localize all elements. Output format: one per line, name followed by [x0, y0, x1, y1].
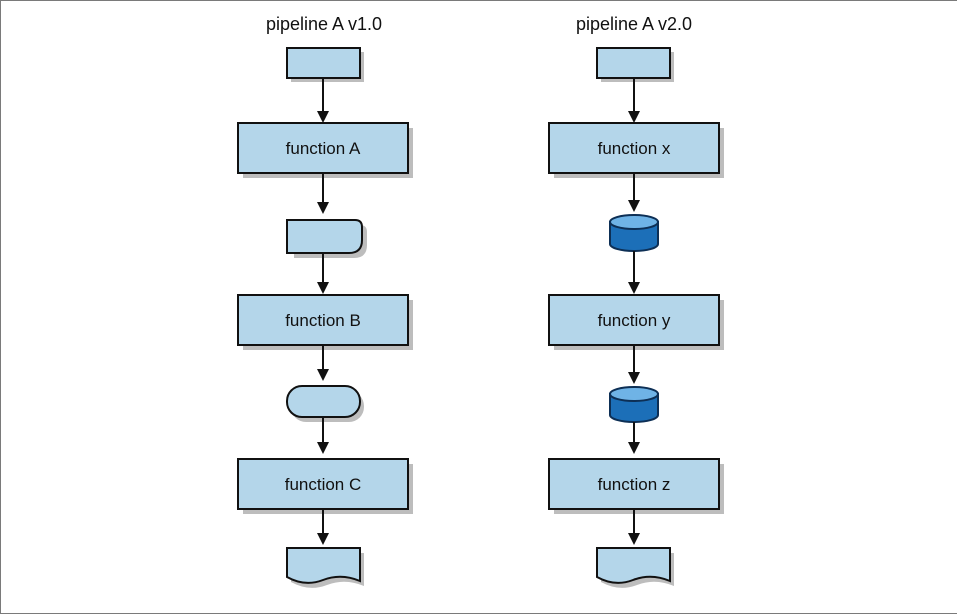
function-a-box: function A	[237, 122, 413, 178]
v2-database-icon-1	[609, 214, 659, 252]
function-y-box: function y	[548, 294, 724, 350]
function-z-label: function z	[598, 475, 671, 494]
pipeline-v2: function x function y function z	[548, 47, 724, 588]
v1-intermediate-data-terminal	[286, 385, 364, 422]
function-b-label: function B	[285, 311, 361, 330]
pipeline-v1: function A function B function C	[237, 47, 413, 588]
function-z-box: function z	[548, 458, 724, 514]
v1-intermediate-data-notch	[286, 219, 367, 258]
v1-input-data-box	[286, 47, 364, 82]
function-y-label: function y	[598, 311, 671, 330]
function-a-label: function A	[286, 139, 361, 158]
function-x-box: function x	[548, 122, 724, 178]
function-c-label: function C	[285, 475, 362, 494]
pipeline-v2-title: pipeline A v2.0	[576, 14, 692, 34]
v2-database-icon-2	[609, 386, 659, 423]
function-b-box: function B	[237, 294, 413, 350]
function-c-box: function C	[237, 458, 413, 514]
v2-input-data-box	[596, 47, 674, 82]
v1-output-document	[286, 547, 364, 588]
pipeline-v1-title: pipeline A v1.0	[266, 14, 382, 34]
v2-output-document	[596, 547, 674, 588]
function-x-label: function x	[598, 139, 671, 158]
